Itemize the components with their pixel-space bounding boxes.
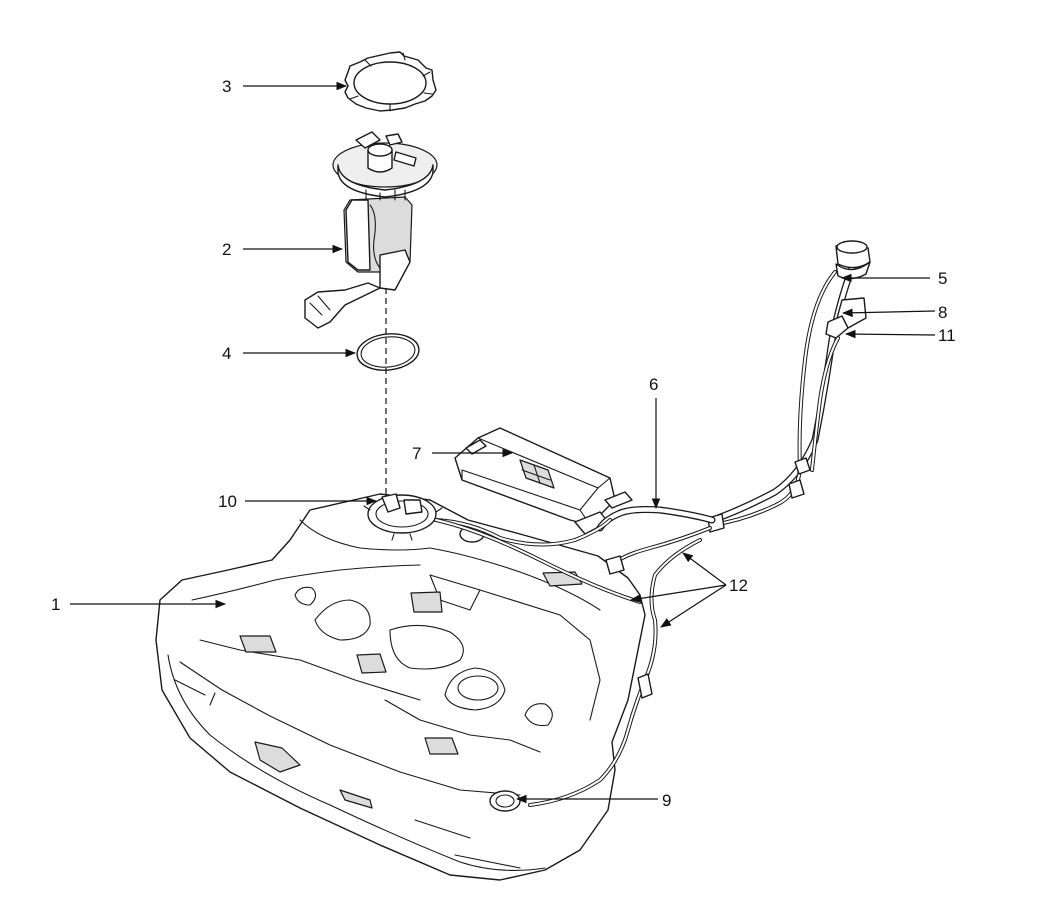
- callout-12: 12: [729, 576, 748, 595]
- callout-10: 10: [218, 492, 237, 511]
- callout-1: 1: [51, 595, 60, 614]
- fuel-tank-part: [155, 493, 646, 881]
- leader-12c: [660, 584, 727, 628]
- filler-neck-part: [434, 240, 871, 807]
- callout-leaders: [70, 81, 936, 804]
- lock-ring-part: [344, 51, 437, 112]
- callout-9: 9: [662, 791, 671, 810]
- callout-5: 5: [938, 269, 947, 288]
- callout-6: 6: [649, 375, 658, 394]
- callout-7: 7: [412, 444, 421, 463]
- callout-2: 2: [222, 240, 231, 259]
- canister-part: [454, 427, 633, 535]
- callout-8: 8: [938, 303, 947, 322]
- leader-8: [841, 308, 936, 318]
- callout-11: 11: [938, 326, 956, 345]
- fuel-pump-part: [304, 131, 438, 329]
- leader-12b: [629, 584, 727, 603]
- callout-3: 3: [222, 77, 231, 96]
- leader-11: [844, 329, 936, 339]
- callout-labels: 3 2 4 10 1 7 6 5 8 11 9 12: [51, 77, 956, 810]
- o-ring-part: [356, 333, 420, 371]
- leader-12a: [682, 552, 727, 586]
- callout-4: 4: [222, 344, 231, 363]
